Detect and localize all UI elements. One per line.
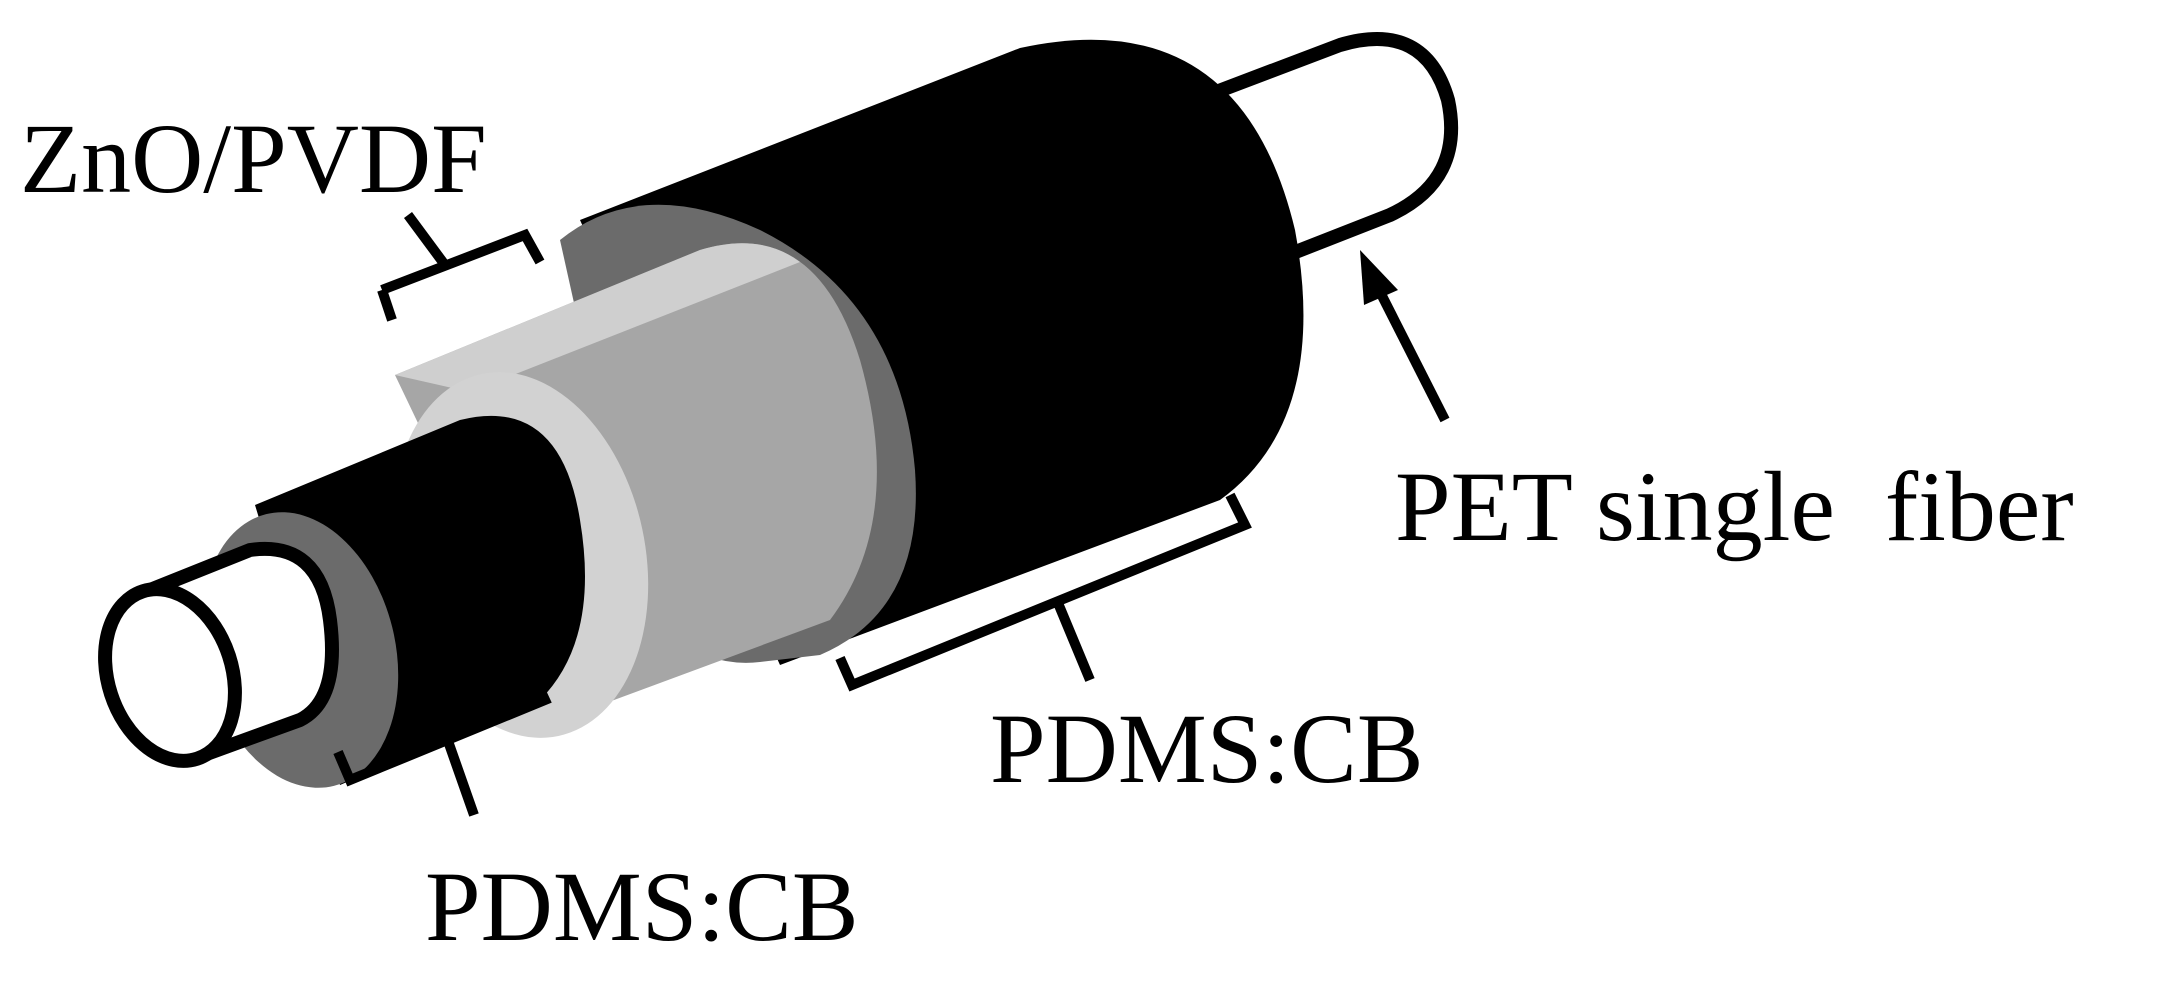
label-zno-pvdf: ZnO/PVDF bbox=[20, 103, 487, 214]
pet-core-front-face bbox=[98, 582, 242, 768]
bracket-zno-pvdf bbox=[377, 212, 545, 322]
label-pdms-cb-outer: PDMS:CB bbox=[990, 693, 1424, 804]
label-pdms-cb-inner: PDMS:CB bbox=[425, 851, 859, 962]
bracket-pdms-cb-inner bbox=[333, 669, 552, 817]
bracket-pdms-cb-outer bbox=[835, 492, 1252, 692]
pet-core-front bbox=[98, 541, 339, 768]
arrow-pet-single-fiber bbox=[1360, 250, 1450, 423]
label-pet-single-fiber: PET single fiber bbox=[1395, 451, 2074, 562]
